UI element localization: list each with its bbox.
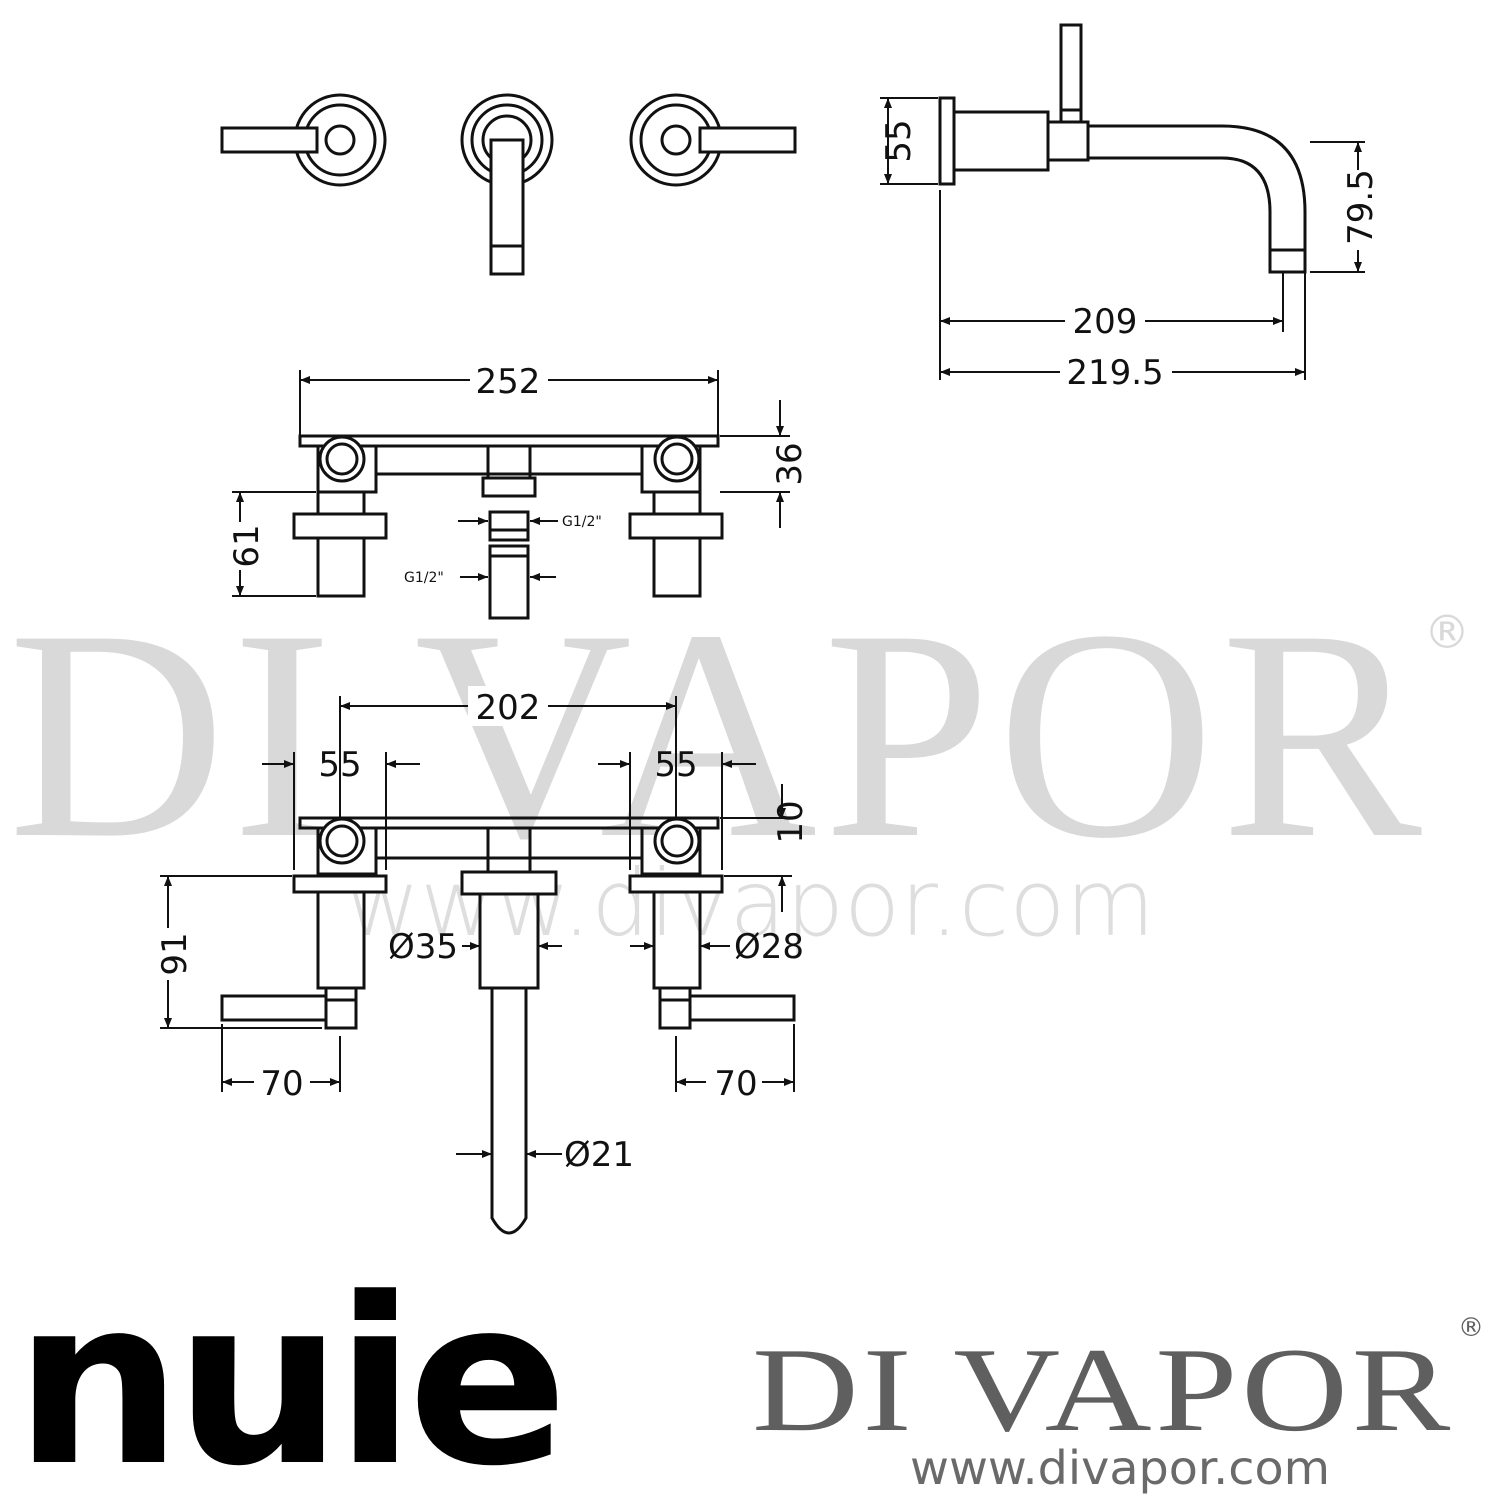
dim-right-lever: 70 bbox=[714, 1064, 757, 1104]
dim-spout-proj-inner: 209 bbox=[1073, 302, 1138, 342]
spout-front bbox=[489, 138, 525, 276]
watermark-brand: DI VAPOR bbox=[8, 568, 1428, 900]
divapor-url: www.divapor.com bbox=[910, 1441, 1330, 1495]
plan-view: 252 36 61 G1/2" bbox=[226, 360, 810, 620]
dim-spout-drop: 79.5 bbox=[1341, 169, 1381, 245]
dim-right-plate: 55 bbox=[654, 745, 697, 785]
dim-left-lever: 70 bbox=[260, 1064, 303, 1104]
watermark: DI VAPOR ® www.divapor.com bbox=[8, 568, 1470, 957]
divapor-logo: DI VAPOR bbox=[752, 1323, 1454, 1456]
lever-side bbox=[1059, 23, 1083, 124]
left-lever-elevation bbox=[220, 994, 328, 1022]
right-lever bbox=[698, 126, 797, 154]
dim-thread-bottom: G1/2" bbox=[404, 570, 444, 586]
left-lever bbox=[220, 126, 319, 154]
side-view: 55 79.5 209 219.5 bbox=[879, 23, 1381, 393]
spout-curve-outer bbox=[1088, 124, 1307, 250]
footer-logos: nuie DI VAPOR ® www.divapor.com bbox=[14, 1250, 1484, 1500]
watermark-registered: ® bbox=[1424, 605, 1470, 659]
dim-plate-gap: 10 bbox=[771, 800, 811, 843]
dim-valve-body-dia: Ø28 bbox=[734, 927, 804, 967]
divapor-registered: ® bbox=[1458, 1313, 1484, 1343]
dim-spout-proj-outer: 219.5 bbox=[1066, 353, 1163, 393]
dim-thread-top: G1/2" bbox=[562, 514, 602, 530]
spout-elevation bbox=[490, 988, 528, 1235]
nuie-logo: nuie bbox=[14, 1250, 560, 1500]
elevation-view: 202 55 55 bbox=[152, 686, 811, 1235]
valve-body bbox=[952, 110, 1050, 172]
dim-spout-flange: 55 bbox=[879, 119, 919, 162]
dim-spout-dia: Ø21 bbox=[564, 1135, 634, 1175]
dim-left-plate: 55 bbox=[318, 745, 361, 785]
dim-top-height: 36 bbox=[770, 442, 810, 485]
wall-plate bbox=[938, 96, 956, 186]
dim-valve-depth: 61 bbox=[227, 524, 267, 567]
front-view bbox=[220, 93, 797, 276]
dim-overall-width: 252 bbox=[476, 362, 541, 402]
dim-body-height: 91 bbox=[155, 932, 195, 975]
dim-spout-body-dia: Ø35 bbox=[388, 927, 458, 967]
dim-centres: 202 bbox=[476, 688, 541, 728]
right-lever-elevation bbox=[688, 994, 796, 1022]
